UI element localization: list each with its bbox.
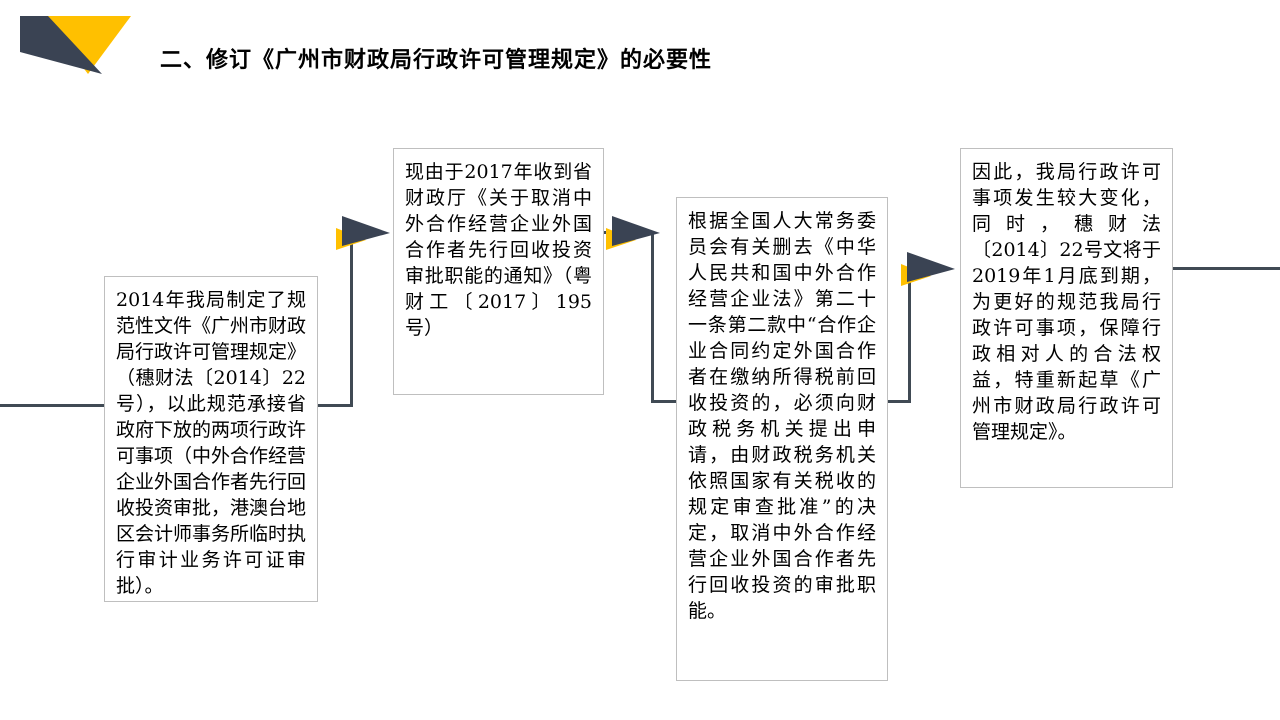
connector-box3-in bbox=[651, 400, 676, 403]
connector-box3-up bbox=[908, 269, 911, 403]
connector-box1-out bbox=[318, 404, 353, 407]
slide-title: 二、修订《广州市财政局行政许可管理规定》的必要性 bbox=[160, 47, 713, 73]
logo-icon bbox=[20, 16, 131, 74]
connector-box1-up bbox=[350, 233, 353, 407]
connector-box2-down bbox=[651, 231, 654, 403]
logo-gold-shape bbox=[44, 16, 131, 74]
connector-left-entry bbox=[0, 404, 104, 407]
arrow-right-icon bbox=[901, 252, 955, 286]
connector-right-exit bbox=[1173, 267, 1280, 270]
logo-dark-shape bbox=[20, 16, 102, 74]
arrow-right-icon bbox=[336, 216, 390, 250]
flow-box-npc-decision: 根据全国人大常务委员会有关删去《中华人民共和国中外合作经营企业法》第二十一条第二… bbox=[676, 197, 888, 681]
flow-box-2017-notice: 现由于2017年收到省财政厅《关于取消中外合作经营企业外国合作者先行回收投资审批… bbox=[393, 148, 604, 395]
arrow-dark-shape bbox=[612, 216, 660, 246]
flow-box-2014-regulation: 2014年我局制定了规范性文件《广州市财政局行政许可管理规定》（穗财法〔2014… bbox=[104, 276, 318, 602]
flow-box-conclusion: 因此，我局行政许可事项发生较大变化，同时，穗财法〔2014〕22号文将于2019… bbox=[960, 148, 1173, 488]
connector-box3-out bbox=[888, 400, 911, 403]
arrow-dark-shape bbox=[907, 252, 955, 282]
arrow-right-icon bbox=[606, 216, 660, 250]
arrow-dark-shape bbox=[342, 216, 390, 246]
